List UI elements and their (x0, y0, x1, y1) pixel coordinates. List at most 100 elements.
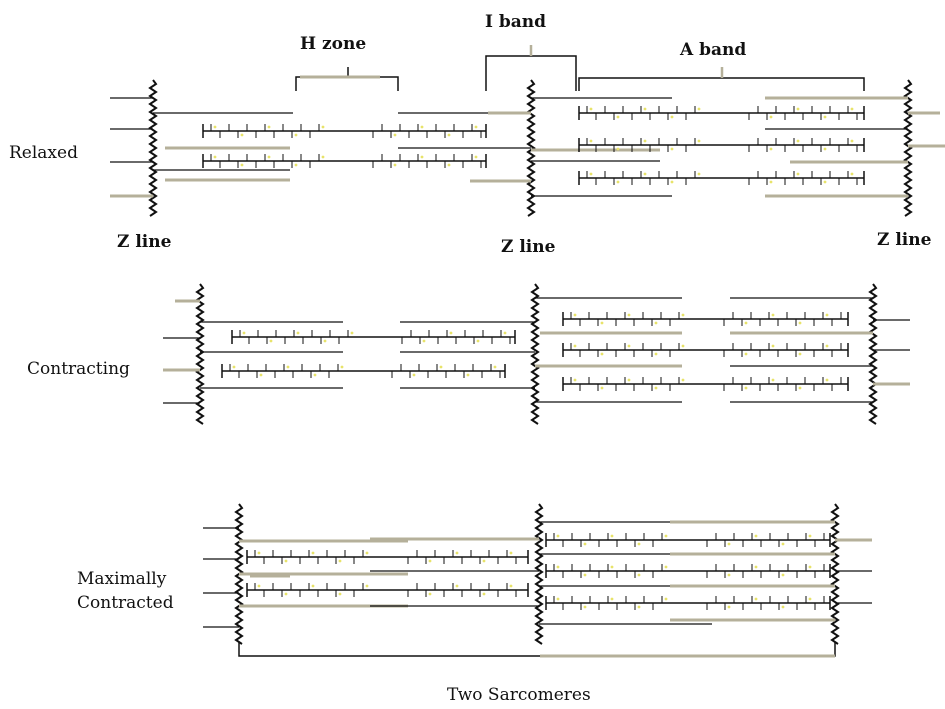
myosin-head-dot (393, 163, 397, 167)
myosin-head-dot (825, 378, 829, 382)
myosin-head-dot (796, 107, 800, 111)
myosin-head-dot (796, 139, 800, 143)
myosin-head-dot (313, 373, 317, 377)
z-line (195, 283, 205, 425)
z-line (526, 79, 536, 217)
myosin-head-dot (474, 155, 478, 159)
myosin-head-dot (616, 147, 620, 151)
myosin-head-dot (697, 107, 701, 111)
myosin-head-dot (781, 573, 785, 577)
myosin-head-dot (769, 147, 773, 151)
i-band-label: I band (485, 12, 546, 32)
myosin-head-dot (455, 584, 459, 588)
myosin-head-dot (769, 180, 773, 184)
myosin-head-dot (627, 344, 631, 348)
myosin-head-dot (643, 172, 647, 176)
myosin-head-dot (449, 331, 453, 335)
myosin-head-dot (482, 559, 486, 563)
myosin-head-dot (664, 565, 668, 569)
relaxed-label: Relaxed (9, 143, 78, 163)
myosin-head-dot (439, 365, 443, 369)
myosin-head-dot (610, 565, 614, 569)
myosin-head-dot (259, 373, 263, 377)
myosin-head-dot (589, 139, 593, 143)
myosin-head-dot (338, 559, 342, 563)
myosin-head-dot (321, 125, 325, 129)
myosin-head-dot (727, 542, 731, 546)
myosin-head-dot (670, 180, 674, 184)
a-band-bracket (578, 67, 865, 91)
z-line-label-left: Z line (117, 232, 172, 252)
myosin-head-dot (420, 125, 424, 129)
myosin-head-dot (654, 386, 658, 390)
myosin-head-dot (681, 344, 685, 348)
myosin-head-dot (573, 344, 577, 348)
myosin-head-dot (610, 534, 614, 538)
myosin-head-dot (610, 597, 614, 601)
myosin-head-dot (267, 125, 271, 129)
two-sarcomeres-label: Two Sarcomeres (447, 685, 591, 705)
myosin-head-dot (365, 584, 369, 588)
myosin-head-dot (744, 321, 748, 325)
myosin-head-dot (823, 180, 827, 184)
myosin-head-dot (350, 331, 354, 335)
myosin-head-dot (474, 125, 478, 129)
z-line (530, 283, 540, 425)
myosin-head-dot (627, 378, 631, 382)
myosin-head-dot (754, 597, 758, 601)
myosin-head-dot (428, 559, 432, 563)
myosin-head-dot (796, 172, 800, 176)
myosin-head-dot (754, 565, 758, 569)
myosin-head-dot (509, 551, 513, 555)
myosin-head-dot (321, 155, 325, 159)
myosin-head-dot (808, 565, 812, 569)
myosin-head-dot (296, 331, 300, 335)
myosin-head-dot (493, 365, 497, 369)
z-line-label-right: Z line (877, 230, 932, 250)
myosin-head-dot (503, 331, 507, 335)
myosin-head-dot (654, 321, 658, 325)
z-line (903, 79, 913, 217)
myosin-head-dot (727, 573, 731, 577)
myosin-head-dot (637, 542, 641, 546)
myosin-head-dot (637, 605, 641, 609)
myosin-head-dot (825, 313, 829, 317)
myosin-head-dot (600, 321, 604, 325)
myosin-head-dot (781, 605, 785, 609)
myosin-head-dot (583, 573, 587, 577)
myosin-head-dot (616, 115, 620, 119)
myosin-head-dot (850, 139, 854, 143)
myosin-head-dot (294, 133, 298, 137)
myosin-head-dot (509, 584, 513, 588)
myosin-head-dot (808, 534, 812, 538)
myosin-head-dot (727, 605, 731, 609)
myosin-head-dot (670, 115, 674, 119)
myosin-head-dot (257, 584, 261, 588)
myosin-head-dot (769, 115, 773, 119)
myosin-head-dot (798, 386, 802, 390)
myosin-head-dot (573, 378, 577, 382)
myosin-head-dot (643, 139, 647, 143)
myosin-head-dot (798, 321, 802, 325)
contracted-label: Contracted (77, 593, 174, 613)
myosin-head-dot (616, 180, 620, 184)
myosin-head-dot (482, 592, 486, 596)
myosin-head-dot (771, 313, 775, 317)
myosin-head-dot (600, 386, 604, 390)
i-band-bracket (485, 45, 577, 91)
myosin-head-dot (240, 133, 244, 137)
myosin-head-dot (771, 378, 775, 382)
myosin-head-dot (257, 551, 261, 555)
myosin-head-dot (340, 365, 344, 369)
myosin-head-dot (583, 605, 587, 609)
myosin-head-dot (232, 365, 236, 369)
myosin-head-dot (573, 313, 577, 317)
myosin-head-dot (589, 107, 593, 111)
myosin-head-dot (393, 133, 397, 137)
myosin-head-dot (681, 378, 685, 382)
myosin-head-dot (338, 592, 342, 596)
myosin-head-dot (754, 534, 758, 538)
myosin-head-dot (240, 163, 244, 167)
myosin-head-dot (697, 172, 701, 176)
